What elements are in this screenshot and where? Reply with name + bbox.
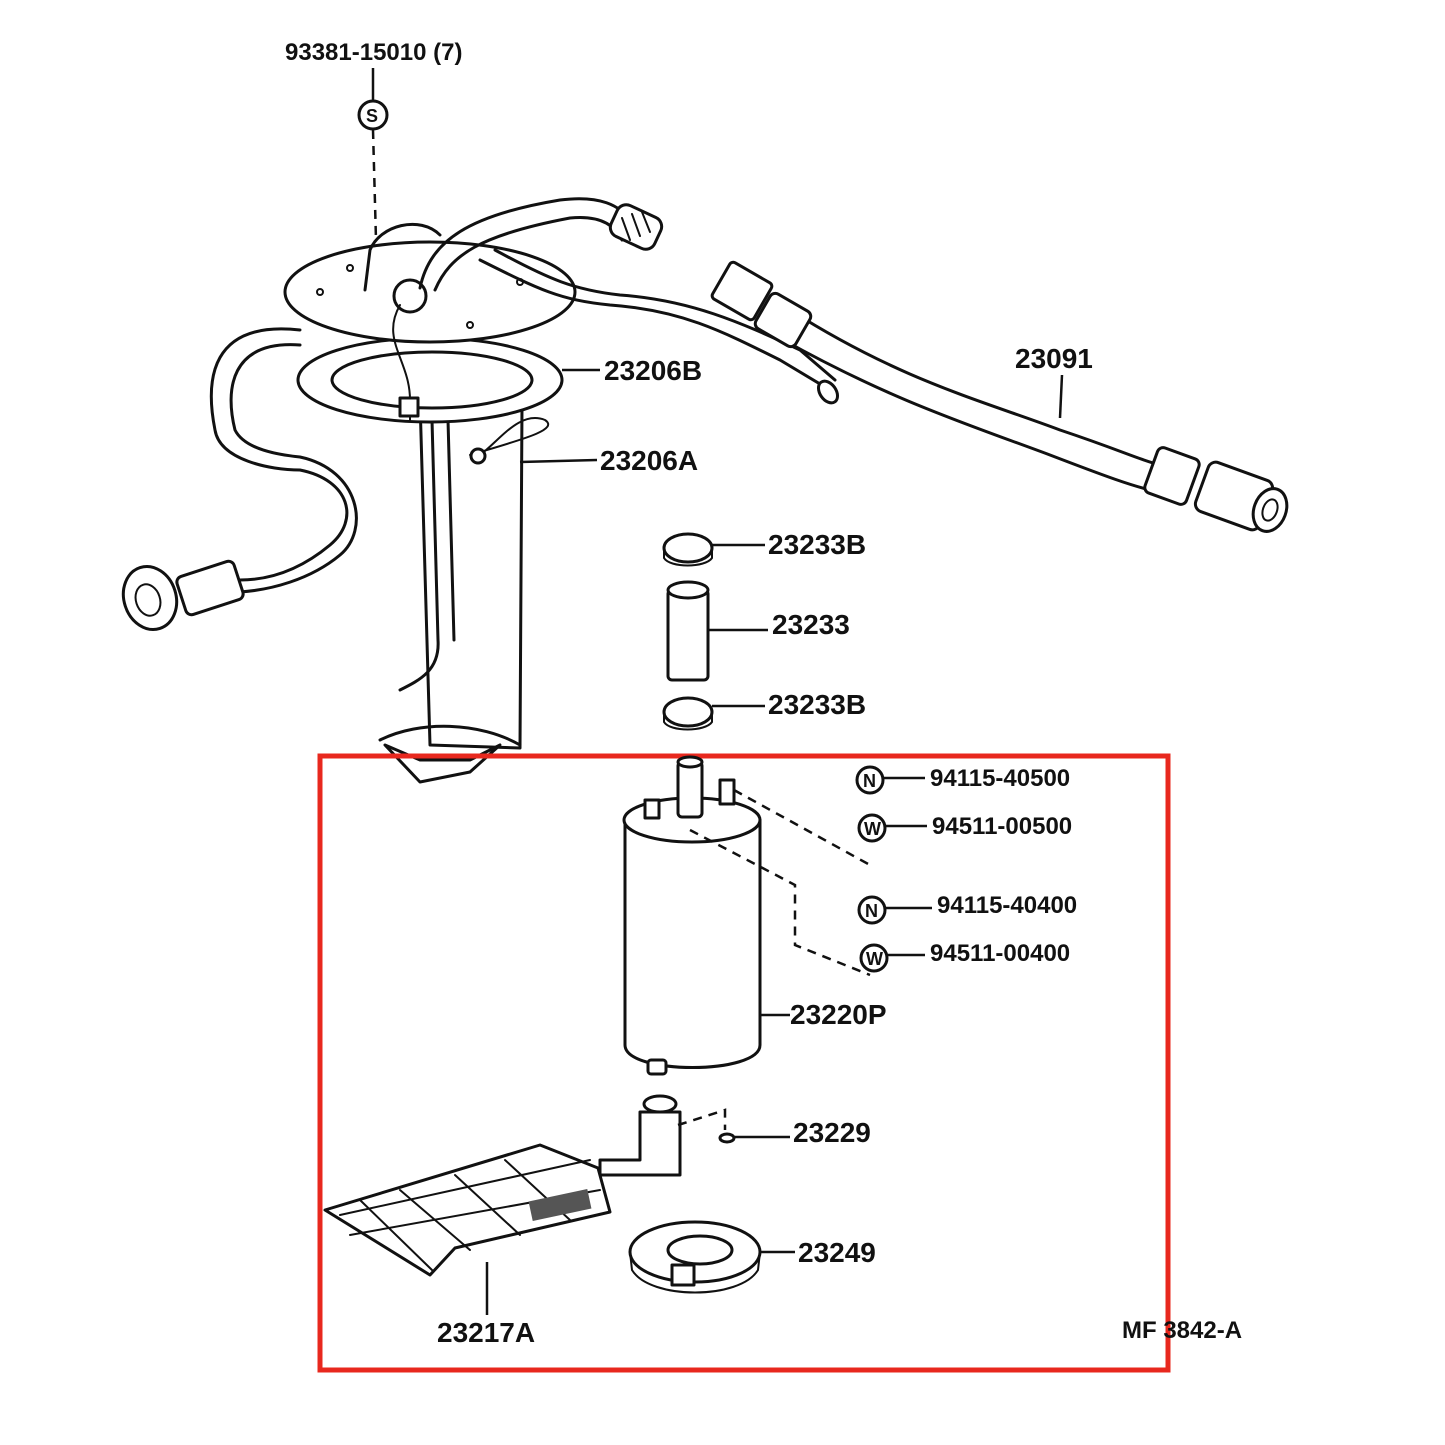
filter-neck <box>598 1110 682 1177</box>
fuel-hose: 23091 <box>710 260 1289 533</box>
wire-terminal <box>398 396 420 418</box>
hose-upper-sleeve <box>753 291 813 349</box>
vent-pipe-lower <box>493 248 837 382</box>
hose-leader <box>1058 374 1064 419</box>
filter-part-number: 23217A <box>437 1317 535 1348</box>
bracket-foot <box>378 724 522 747</box>
hose-part-number: 23091 <box>1015 343 1093 374</box>
hose-upper-edge <box>788 308 1162 467</box>
clamp-top-band <box>663 547 713 567</box>
bolt-callout: 93381-15010 (7) S <box>285 39 462 241</box>
s-symbol-circle <box>357 99 389 131</box>
dash-terminal-2 <box>689 828 871 977</box>
clamp-bottom-part-number: 23233B <box>768 689 866 720</box>
plate-bolt-hole <box>346 264 354 272</box>
cushion: 23249 <box>628 1220 876 1294</box>
clip-part-number: 23229 <box>793 1117 871 1148</box>
drawing-code: MF 3842-A <box>1122 1317 1242 1344</box>
nut-1-symbol <box>855 765 885 795</box>
inner-pipe-left <box>398 418 440 692</box>
bolt-dashed-line <box>371 129 378 241</box>
nut-2-symbol <box>857 895 887 925</box>
hose-lower-edge <box>778 336 1152 492</box>
fastener-callouts: N 94115-40500 W 94511-00500 N 94115-4040… <box>689 765 1077 977</box>
return-pipe <box>363 222 442 292</box>
hose-lower-sleeve <box>1143 446 1201 506</box>
s-symbol-label: S <box>366 106 378 126</box>
pump-inlet <box>646 1058 668 1076</box>
top-plate-connector <box>392 278 428 314</box>
clamp-top-part-number: 23233B <box>768 529 866 560</box>
nut-2-part-number: 94115-40400 <box>937 892 1077 919</box>
washer-2-symbol-label: W <box>866 949 883 969</box>
nut-2-symbol-label: N <box>865 901 878 921</box>
wire-harness-inner <box>229 343 358 594</box>
bracket-plate <box>383 743 502 784</box>
filter-mesh <box>528 1188 592 1222</box>
clip-dashed-line <box>677 1108 727 1130</box>
harness-connector-body <box>175 559 245 617</box>
filter-neck-top <box>642 1094 678 1114</box>
clamp-hose-stack: 23233B 23233 23233B <box>662 529 866 731</box>
hose-lower-bore <box>1261 498 1279 522</box>
cushion-inner <box>666 1234 734 1266</box>
short-hose-top <box>666 580 710 600</box>
pump-outlet <box>676 760 704 819</box>
pump-terminal-left <box>643 798 661 820</box>
pump-outlet-top <box>676 755 704 769</box>
hose-lower-opening <box>1251 487 1289 533</box>
pump-terminal-right <box>718 778 736 806</box>
dash-terminal-1 <box>733 788 871 867</box>
cushion-part-number: 23249 <box>798 1237 876 1268</box>
washer-1-symbol-label: W <box>864 819 881 839</box>
top-plate <box>283 240 577 344</box>
pump-body <box>623 818 762 1069</box>
vent-pipe-upper <box>478 258 832 392</box>
filter-assembly: 23217A 23229 <box>323 1094 871 1348</box>
ground-wire <box>469 417 549 456</box>
nut-1-part-number: 94115-40500 <box>930 765 1070 792</box>
filter-screen <box>323 1143 612 1277</box>
bracket-part-number: 23206A <box>600 445 698 476</box>
inner-pipe-right <box>446 418 456 642</box>
pump-wire <box>392 304 411 421</box>
gasket-hole <box>330 350 534 410</box>
washer-1-symbol <box>857 813 887 843</box>
nipple-ribs <box>621 211 651 241</box>
washer-2-part-number: 94511-00400 <box>930 940 1070 967</box>
hose-upper-fitting <box>710 260 774 322</box>
plate-bolt-hole <box>466 321 474 329</box>
clamp-bottom-band <box>663 711 713 731</box>
pump-part-number: 23220P <box>790 999 887 1030</box>
nut-1-symbol-label: N <box>863 771 876 791</box>
vent-pipe-end <box>816 379 840 405</box>
cushion-tab <box>670 1263 696 1287</box>
washer-2-symbol <box>859 943 889 973</box>
bolt-part-number: 93381-15010 (7) <box>285 39 462 66</box>
short-hose-part-number: 23233 <box>772 609 850 640</box>
wire-harness-outer <box>209 327 349 582</box>
clip <box>718 1132 736 1144</box>
plate-bolt-hole <box>316 288 324 296</box>
short-hose-body <box>666 588 710 682</box>
clamp-bottom <box>662 696 714 728</box>
fuel-pump: 23220P <box>622 755 887 1076</box>
clamp-top <box>662 532 714 564</box>
pump-bracket-assembly: 23206B 23206A <box>121 197 840 784</box>
cushion-side <box>629 1251 761 1294</box>
gasket-part-number: 23206B <box>604 355 702 386</box>
ground-terminal <box>469 447 487 465</box>
harness-connector-face <box>121 565 179 631</box>
bracket-leader <box>519 458 598 464</box>
outlet-pipe-upper <box>418 197 634 290</box>
highlight-box <box>317 753 1171 1373</box>
washer-1-part-number: 94511-00500 <box>932 813 1072 840</box>
harness-connector-socket <box>134 583 162 617</box>
